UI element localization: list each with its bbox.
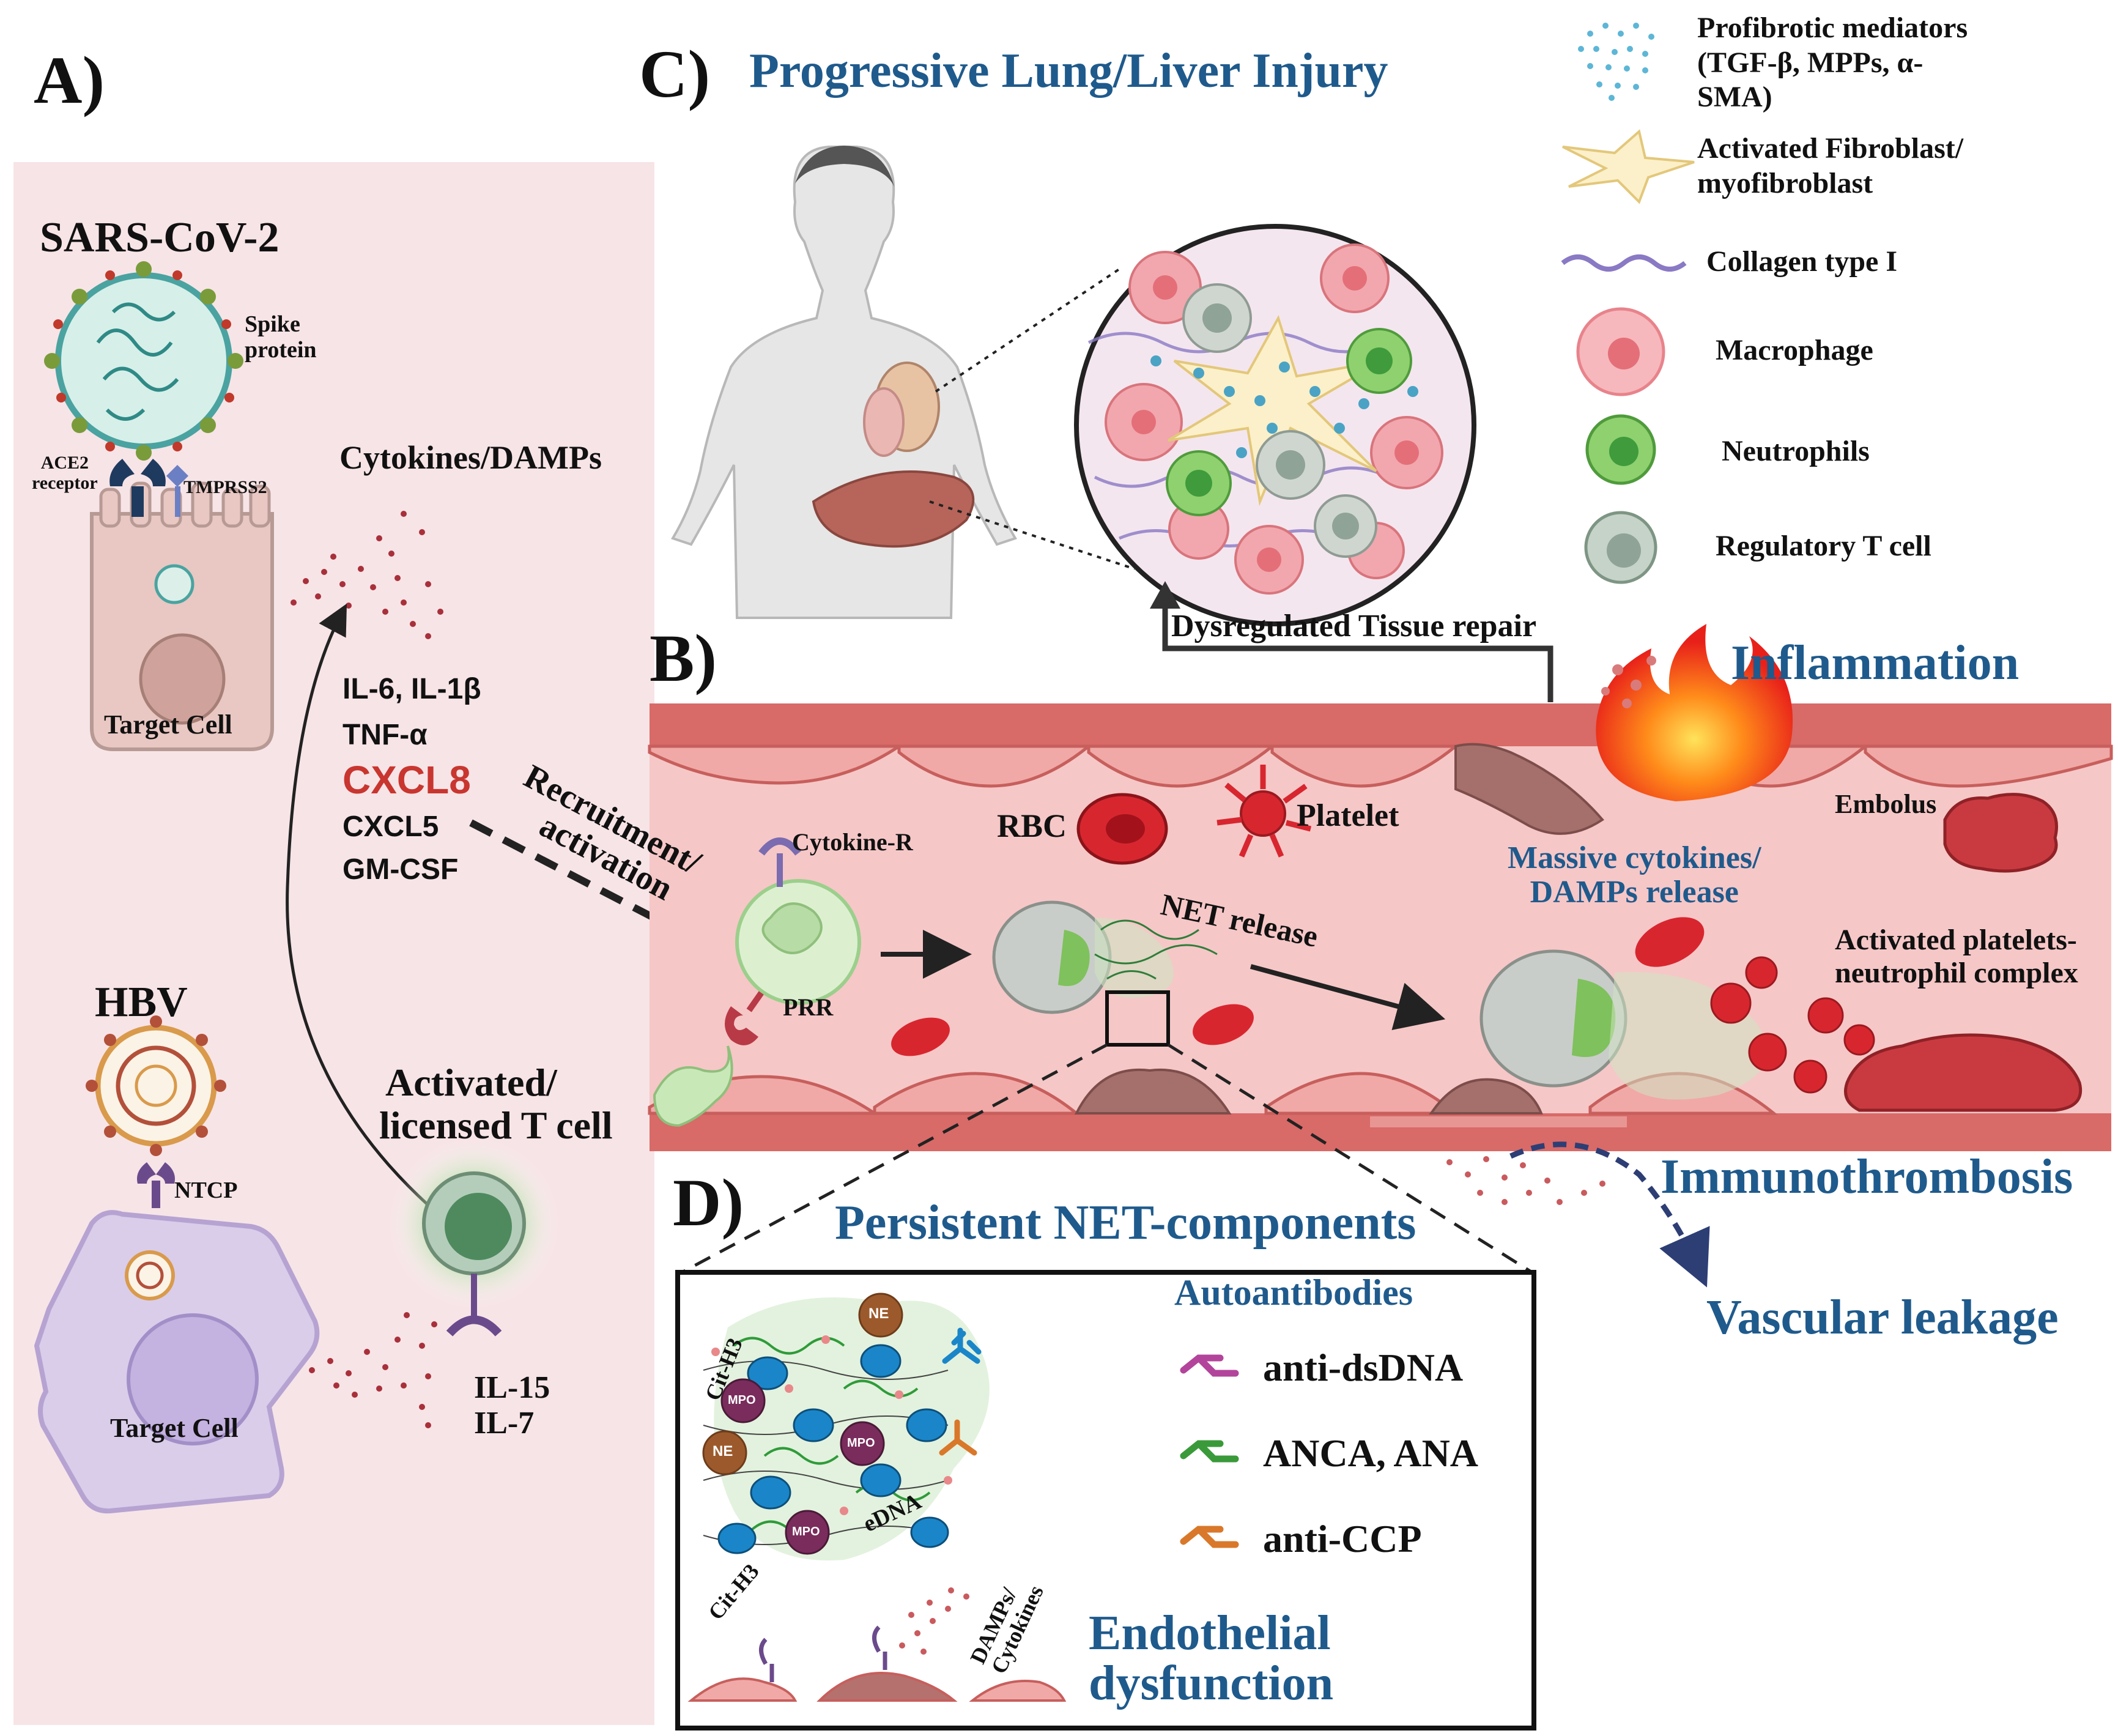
ne-label-1: NE xyxy=(868,1305,889,1322)
inflammation-label: Inflammation xyxy=(1731,636,2020,690)
netosis-neutrophil-icon xyxy=(992,900,1218,1047)
dysregulated-repair-label: Dysregulated Tissue repair xyxy=(1171,609,1537,644)
autoantibodies-label: Autoantibodies xyxy=(1174,1272,1413,1313)
feedback-arrow xyxy=(286,603,429,1206)
il-dots-icon xyxy=(309,1312,437,1428)
legend-profibrotic: Profibrotic mediators(TGF-β, MPPs, α-SMA… xyxy=(1697,12,1968,114)
net-illustration xyxy=(702,1293,990,1560)
anti-ccp-label: anti-CCP xyxy=(1263,1517,1422,1560)
mpo-label-1: MPO xyxy=(728,1393,756,1407)
panel-d-title: Persistent NET-components xyxy=(835,1196,1416,1250)
panel-c-title: Progressive Lung/Liver Injury xyxy=(749,44,1388,98)
prr-label: PRR xyxy=(783,993,834,1021)
target-cell-top-label: Target Cell xyxy=(104,710,232,740)
cytokines-damps-label: Cytokines/DAMPs xyxy=(339,439,602,476)
cytokine-dots-icon xyxy=(291,511,443,639)
vascular-leakage-label: Vascular leakage xyxy=(1706,1291,2059,1345)
cytokine-r-label: Cytokine-R xyxy=(792,828,913,856)
legend-neutrophils: Neutrophils xyxy=(1722,435,1870,467)
hbv-virus-icon xyxy=(86,1015,226,1208)
legend-macrophage: Macrophage xyxy=(1716,334,1873,366)
legend-neutrophil-icon xyxy=(1585,414,1656,485)
tissue-zoom-circle xyxy=(1074,224,1476,626)
sars-cov-2-title: SARS-CoV-2 xyxy=(40,214,280,261)
cytokine-tnf: TNF-α xyxy=(343,719,428,751)
neutrophil-in-vessel-icon xyxy=(725,837,861,1045)
tmprss2-label: TMPRSS2 xyxy=(183,477,267,497)
cytokine-cxcl8: CXCL8 xyxy=(343,758,471,802)
hbv-title: HBV xyxy=(95,979,188,1026)
endothelium-icon xyxy=(687,1672,1067,1702)
cytokine-gm-csf: GM-CSF xyxy=(343,853,459,886)
platelet-icon xyxy=(1216,765,1312,858)
human-body-icon xyxy=(671,146,1017,619)
inflammation-fire-icon xyxy=(1596,624,1793,801)
panel-d-label: D) xyxy=(673,1165,744,1240)
target-cell-bottom-label: Target Cell xyxy=(110,1413,239,1443)
sars-cov-2-virus-icon xyxy=(44,261,243,461)
legend-treg: Regulatory T cell xyxy=(1716,530,1931,562)
target-cell-bottom-icon xyxy=(34,1210,320,1514)
embolus-icon xyxy=(1943,793,2058,873)
panel-a-label: A) xyxy=(34,43,105,117)
mpo-label-3: MPO xyxy=(792,1525,820,1538)
activated-t-cell-icon xyxy=(388,1138,560,1337)
activated-t-cell-label: Activated/licensed T cell xyxy=(379,1061,613,1148)
activated-platelets-label: Activated platelets-neutrophil complex xyxy=(1835,924,2078,989)
platelet-label: Platelet xyxy=(1297,798,1399,833)
zoom-box xyxy=(1105,990,1170,1047)
rbc-label: RBC xyxy=(997,807,1067,844)
immunothrombosis-label: Immunothrombosis xyxy=(1661,1150,2073,1204)
anca-antibody-icon xyxy=(1180,1440,1239,1463)
anca-ana-label: ANCA, ANA xyxy=(1263,1431,1478,1475)
mpo-label-2: MPO xyxy=(847,1436,875,1450)
anti-dsdna-antibody-icon xyxy=(1180,1354,1239,1377)
legend-collagen-icon xyxy=(1561,254,1687,272)
legend-dots-icon xyxy=(1578,23,1654,101)
legend-collagen: Collagen type I xyxy=(1706,245,1897,278)
anti-dsdna-label: anti-dsDNA xyxy=(1263,1346,1464,1389)
target-cell-top-icon xyxy=(90,459,274,751)
platelet-neutrophil-complex-icon xyxy=(1479,949,2083,1112)
embolus-label: Embolus xyxy=(1835,789,1937,819)
massive-cytokines-label: Massive cytokines/DAMPs release xyxy=(1508,840,1761,910)
legend-treg-icon xyxy=(1584,511,1657,584)
panel-b-label: B) xyxy=(650,621,717,696)
cytokine-cxcl5: CXCL5 xyxy=(343,811,439,843)
ne-label-2: NE xyxy=(713,1443,733,1460)
cytokine-il6-il1b: IL-6, IL-1β xyxy=(343,673,481,705)
panel-c-label: C) xyxy=(639,37,711,111)
legend-macrophage-icon xyxy=(1576,307,1665,396)
rbc-icon xyxy=(891,793,1705,1056)
legend-fibroblast: Activated Fibroblast/myofibroblast xyxy=(1697,132,1964,199)
ntcp-label: NTCP xyxy=(174,1178,238,1203)
legend-fibroblast-icon xyxy=(1562,129,1695,204)
anti-ccp-antibody-icon xyxy=(1180,1526,1239,1548)
